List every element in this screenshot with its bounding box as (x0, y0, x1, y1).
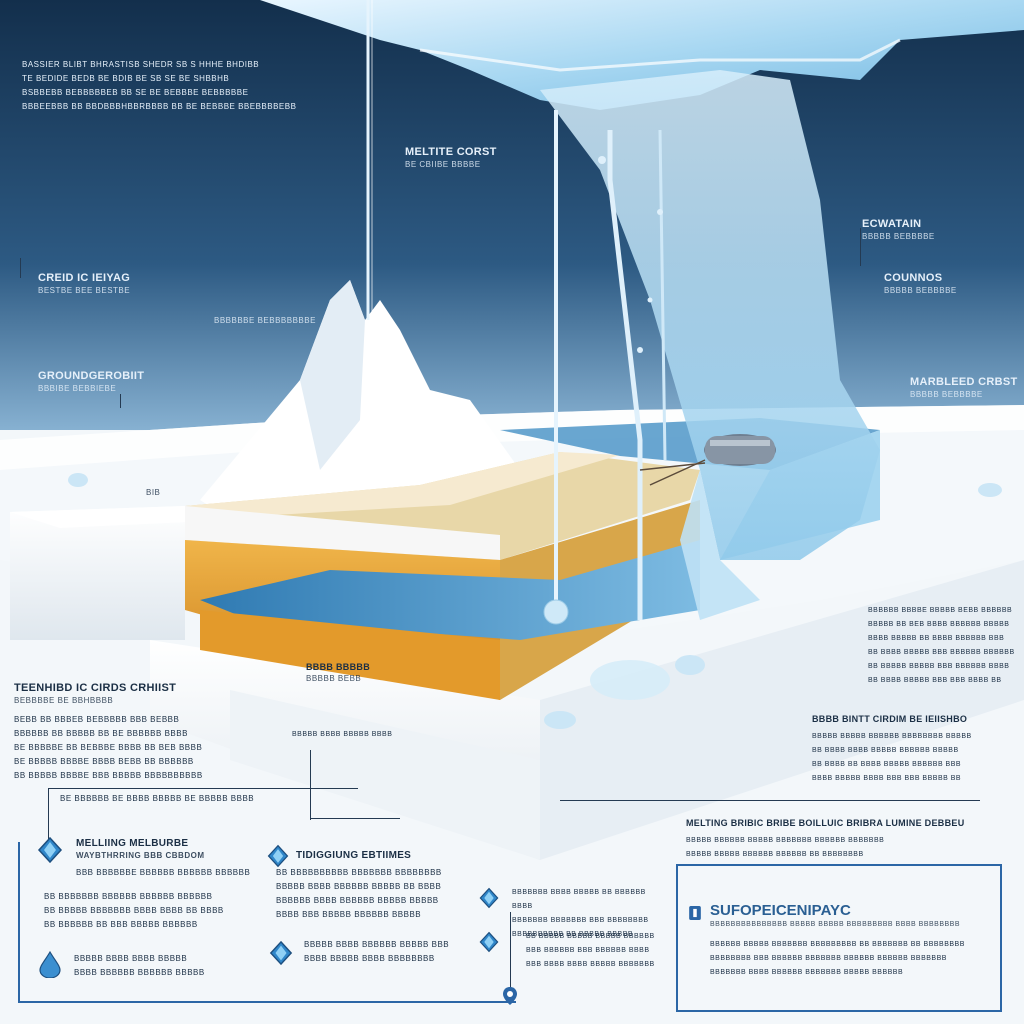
label-mid-note: BBBBBBE BEBBBBBBBE (214, 316, 316, 325)
drop-icon (689, 906, 701, 920)
label-ecwatain: ECWATAIN BBBBB BEBBBBE (862, 218, 935, 241)
title-line: TE BEDIDE BEDB BE BDIB BE SB SE BE SHBBH… (22, 74, 230, 83)
leader-line (48, 788, 49, 856)
crystal-icon (37, 836, 63, 864)
panel-sufopei: SUFOPEICENIPAYC BBBBBBBBBBBBBBB BBBBB BB… (710, 902, 960, 928)
label-counnos: COUNNOS BBBBB BEBBBBE (884, 272, 957, 295)
leader-line (20, 258, 21, 278)
panel-tiding-ertrimes-footer: BBBBB BBBB BBBBBB BBBBB BBB BBBB BBBBB B… (304, 940, 450, 963)
panel-sufopei-body: BBBBBB BBBBB BBBBBBB BBBBBBBBB BB BBBBBB… (710, 941, 965, 976)
crystal-icon (479, 887, 499, 909)
middle-stack-top: BBBBBBB BBBB BBBBB BB BBBBBB BBBB BBBBBB… (512, 889, 649, 938)
leader-line (48, 788, 358, 789)
panel-melting-right: MELTING BRIBIC BRIBE BOILLUIC BRIBRA LUM… (686, 818, 965, 858)
title-block: BASSIER BLIBT BHRASTISB SHEDR SB S HHHE … (22, 58, 312, 114)
left-text-block: TEENHIBD IC CIRDS CRHIIST BEBBBBE BE BBH… (14, 682, 203, 780)
leader-line (310, 750, 311, 820)
right-panel-frame (676, 864, 1002, 1012)
crystal-icon (267, 844, 289, 868)
lower-mid-note: BBBBB BBBB BBBBB BBBB (292, 731, 393, 738)
leader-line (510, 912, 511, 1002)
left-panel-frame (18, 842, 21, 1002)
leader-line (120, 394, 121, 408)
title-line: BASSIER BLIBT BHRASTISB SHEDR SB S HHHE … (22, 60, 260, 69)
lower-left-note: BE BBBBBB BE BBBB BBBBB BE BBBBB BBBB (60, 794, 255, 803)
leader-line (560, 800, 980, 801)
right-mid-block: BBBB BINTT CIRDIM BE IEIISHBO BBBBB BBBB… (812, 714, 972, 782)
right-text-block: BBBBBB BBBBE BBBBB BEBB BBBBBB BBBBB BB … (868, 607, 1015, 684)
crystal-icon (269, 940, 293, 966)
panel-tiding-ertrimes-body: BB BBBBBBBBBB BBBBBBB BBBBBBBB BBBBB BBB… (276, 868, 442, 919)
label-ground-point: GROUNDGEROBIIT BBBIBE BEBBIEBE (38, 370, 145, 393)
label-small-tag: BIB (146, 488, 161, 497)
label-melting-coast: MELTITE CORST BE CBIIBE BBBBE (405, 146, 497, 169)
label-layer-tag: BBBB BBBBB BBBBB BEBB (306, 662, 370, 683)
panel-melting-melbourne-body: BB BBBBBBB BBBBBB BBBBBB BBBBBB BB BBBBB… (44, 892, 224, 929)
label-crested-icing: CREID IC IEIYAG BESTBE BEE BESTBE (38, 272, 131, 295)
leader-line (860, 228, 861, 266)
tank-icon (639, 434, 776, 486)
left-bottom-frame (18, 1001, 516, 1004)
crystal-icon (479, 931, 499, 953)
title-line: BBBEEBBB BB BBDBBBHBBRBBBB BB BE BEBBBE … (22, 102, 297, 111)
drop-icon (39, 950, 61, 978)
panel-tiding-ertrimes: TIDIGGIUNG EBTIIMES (296, 850, 412, 861)
pin-icon (503, 987, 517, 1005)
panel-melting-melbourne-footer: BBBBB BBBB BBBB BBBBB BBBB BBBBBB BBBBBB… (74, 954, 205, 977)
label-marbled-coast: MARBLEED CRBST BBBBB BEBBBBE (910, 376, 1018, 399)
leader-line (310, 818, 400, 819)
title-line: BSBBEBB BEBBBBBEB BB SE BE BEBBBE BEBBBB… (22, 88, 249, 97)
panel-melting-melbourne: MELLIING MELBURBE WAYBTHRRING BBB CBBDOM… (76, 838, 251, 877)
middle-stack-bottom: BB BBBBB BBBBB BBBBB BBBBBB BBB BBBBBB B… (526, 933, 655, 968)
